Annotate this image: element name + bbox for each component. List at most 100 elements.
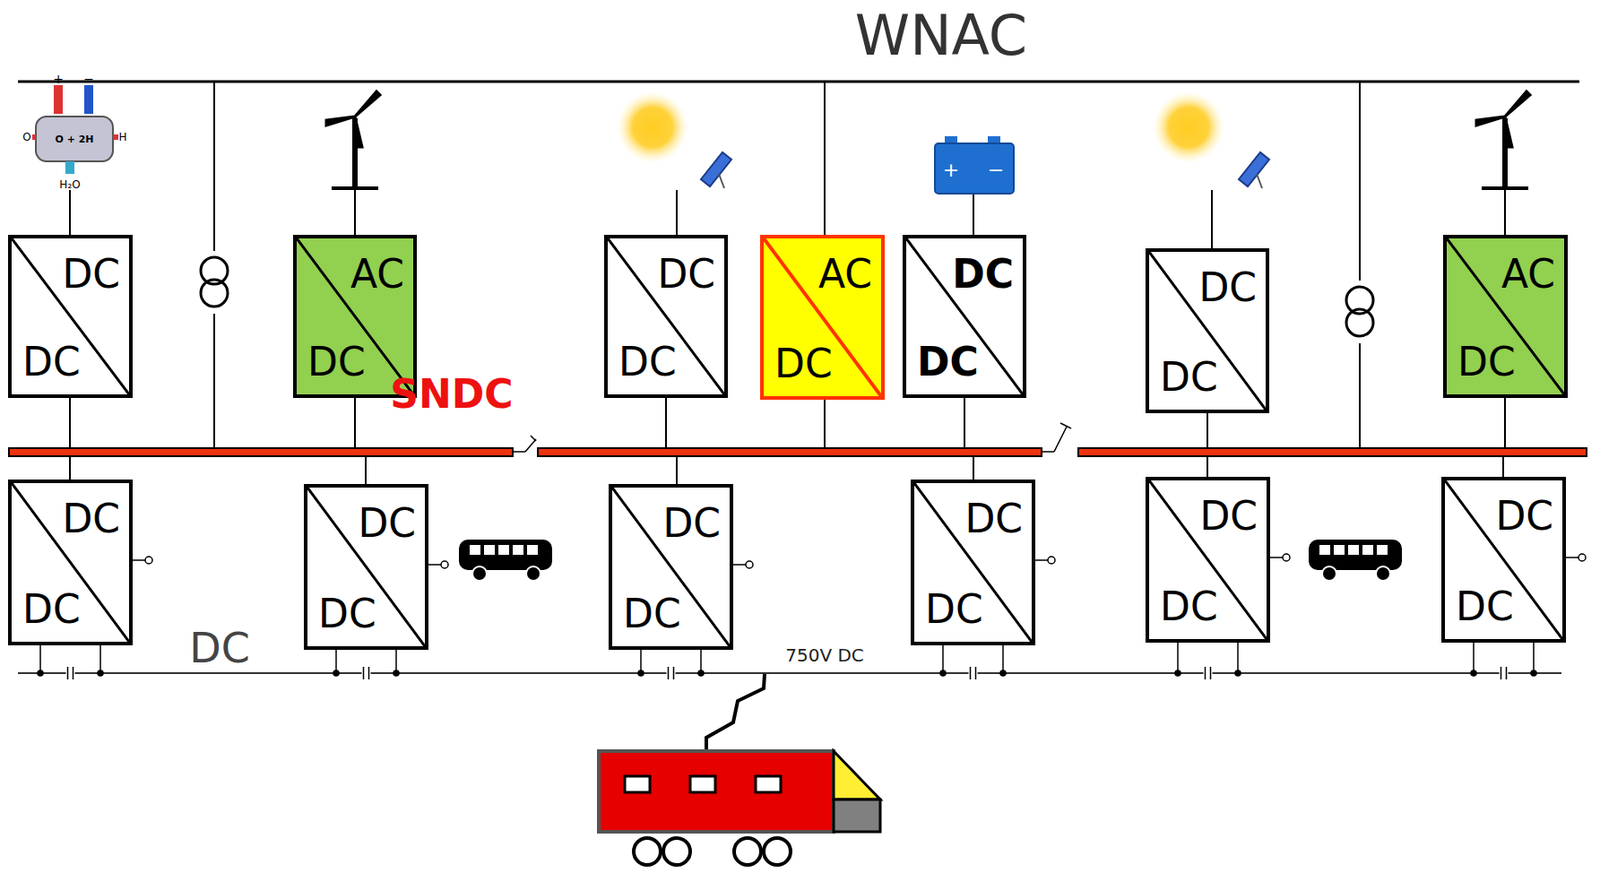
converter-label: DC	[657, 254, 716, 295]
capacitor	[1500, 666, 1503, 680]
converter-label: DC	[61, 499, 121, 539]
converter-label: DC	[1159, 357, 1219, 398]
junction	[393, 670, 399, 676]
junction	[1470, 670, 1477, 676]
label: H	[118, 131, 127, 143]
output-lead	[1565, 556, 1579, 559]
converter-label: AC	[818, 254, 873, 295]
junction	[97, 670, 104, 676]
junction	[37, 670, 44, 676]
tap	[700, 649, 702, 674]
converter-label: DC	[1198, 268, 1257, 308]
label: +	[942, 160, 960, 181]
capacitor	[969, 666, 972, 680]
capacitor	[368, 666, 371, 680]
tap	[1472, 642, 1475, 674]
capacitor	[67, 666, 70, 680]
converter-label: DC	[964, 499, 1023, 539]
junction	[1175, 670, 1181, 676]
junction	[1235, 670, 1241, 676]
electrolyser-icon	[32, 85, 119, 174]
converter-box: AC DC	[1443, 234, 1568, 398]
junction	[698, 670, 704, 676]
diagonal-line	[1444, 480, 1563, 640]
converter-label: DC	[925, 589, 984, 630]
tap	[335, 649, 338, 674]
converter-box: DCDC	[604, 234, 728, 398]
converter-label: AC	[350, 254, 405, 295]
sun	[616, 91, 689, 164]
label: DC	[189, 627, 251, 669]
capacitor	[673, 666, 675, 680]
diagonal-line	[307, 487, 425, 647]
converter-label: DC	[916, 342, 979, 382]
output-lead	[132, 559, 146, 562]
diagonal-line	[11, 483, 130, 642]
junction	[1000, 670, 1006, 676]
cap-gap	[66, 666, 76, 680]
output-terminal	[145, 556, 153, 564]
converter-box: DC DC	[8, 479, 133, 646]
converter-box: DC DC	[910, 479, 1036, 646]
label: H₂O	[59, 179, 80, 191]
diagonal-line	[11, 238, 130, 395]
output-lead	[733, 563, 746, 566]
converter-box: DCDC	[608, 484, 734, 650]
converter-label: DC	[774, 344, 833, 384]
label: −	[83, 72, 95, 86]
converter-box: DCDC	[1441, 476, 1566, 643]
capacitor	[1505, 666, 1508, 680]
converter-box: DC DC	[1145, 248, 1270, 414]
train	[598, 674, 881, 865]
junction	[638, 670, 644, 676]
output-terminal	[441, 561, 449, 569]
wind-turbine	[326, 91, 1531, 189]
converter-label: DC	[1455, 587, 1514, 627]
cap-gap	[1499, 666, 1509, 680]
cap-gap	[666, 666, 676, 680]
output-terminal	[1282, 553, 1290, 562]
label: −	[987, 160, 1004, 181]
junction	[940, 670, 946, 676]
tap	[1176, 642, 1179, 674]
cap-gap	[362, 666, 372, 680]
output-terminal	[1578, 553, 1586, 562]
diagonal-line	[607, 238, 725, 395]
label: SNDC	[389, 374, 513, 415]
converter-box: DCDC	[1145, 476, 1271, 643]
tap	[99, 645, 102, 674]
output-lead	[428, 563, 442, 566]
converter-label: DC	[1457, 342, 1516, 382]
diagonal-line	[1149, 480, 1267, 640]
label: +	[52, 72, 64, 86]
label: O	[22, 131, 31, 143]
tap	[1532, 642, 1535, 674]
converter-label: DC	[622, 594, 682, 634]
battery-icon	[934, 136, 1014, 194]
diagonal-line	[612, 487, 730, 647]
dc-taps	[37, 553, 1586, 680]
wires	[69, 81, 1505, 485]
diagonal-line	[763, 238, 882, 397]
converter-label: DC	[307, 342, 366, 382]
dc-line	[17, 672, 1562, 675]
capacitor	[1210, 666, 1212, 680]
diagonal-line	[1149, 251, 1266, 410]
converter-box: AC DC	[293, 234, 417, 398]
converter-box: AC DC	[760, 234, 885, 400]
sun	[1152, 91, 1225, 164]
capacitor	[1204, 666, 1207, 680]
capacitor	[72, 666, 75, 680]
converter-label: DC	[318, 594, 377, 634]
converter-label: DC	[22, 589, 81, 630]
converter-label: AC	[1501, 254, 1556, 295]
junction	[333, 670, 339, 676]
converter-box: DCDC	[8, 234, 133, 398]
cap-gap	[1203, 666, 1213, 680]
tap	[942, 645, 944, 674]
converter-label: DC	[22, 342, 81, 382]
output-terminal	[1047, 556, 1056, 564]
cap-gap	[968, 666, 978, 680]
converter-label: DC	[951, 254, 1014, 295]
